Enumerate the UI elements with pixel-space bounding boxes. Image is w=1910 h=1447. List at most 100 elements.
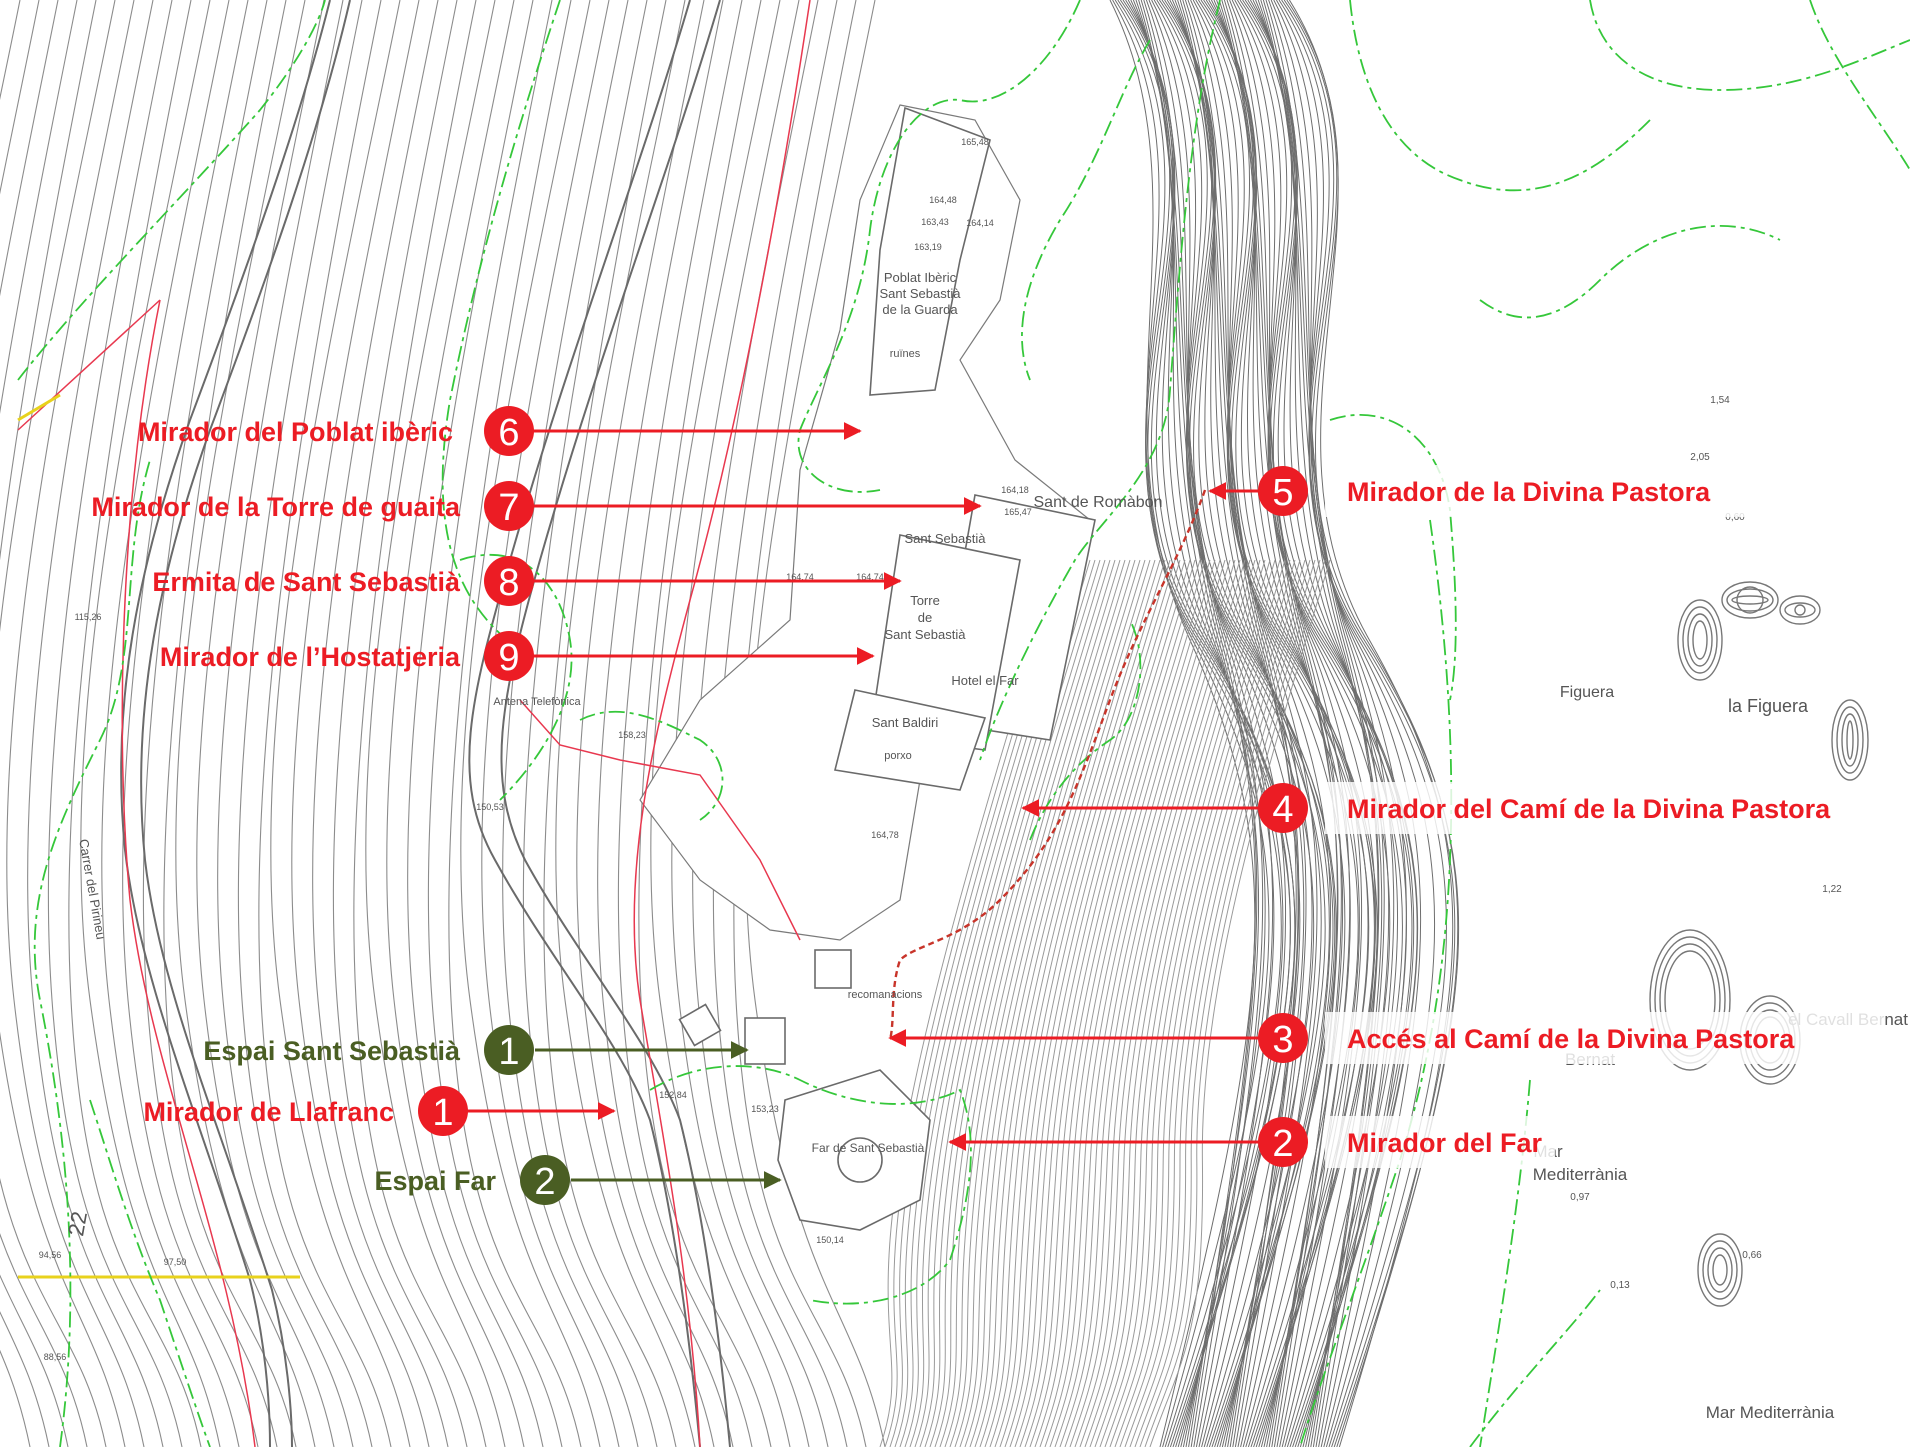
contour-line bbox=[1262, 0, 1380, 1447]
roads bbox=[120, 0, 731, 1447]
marker-9-number: 9 bbox=[498, 637, 519, 679]
contour-line bbox=[1210, 0, 1360, 1447]
islet-contour bbox=[1721, 581, 1779, 619]
contour-line bbox=[1094, 559, 1276, 1447]
contour-line bbox=[1156, 0, 1326, 1447]
marker-3-acces-cami: 3 Accés al Camí de la Divina Pastora bbox=[888, 1013, 1795, 1063]
marker-8-circle bbox=[484, 556, 534, 606]
contour-line bbox=[1148, 0, 1287, 1447]
elevation-13: 153,23 bbox=[751, 1104, 779, 1114]
islet-contour bbox=[1831, 699, 1869, 781]
contour-line bbox=[312, 0, 449, 1447]
marker-7-torre-de-guaita: 7 Mirador de la Torre de guaita bbox=[91, 481, 982, 531]
contour-line bbox=[1024, 559, 1206, 1447]
elevation-25: 0,97 bbox=[1570, 1192, 1590, 1203]
contour-line bbox=[1182, 0, 1300, 1447]
islet-contour bbox=[1682, 606, 1718, 674]
map-label-poblat-1: Poblat Ibèric bbox=[884, 270, 957, 285]
elevation-22: 2,05 bbox=[1690, 452, 1710, 463]
elevation-5: 163,19 bbox=[914, 242, 942, 252]
contour-line bbox=[1234, 0, 1391, 1447]
islet-contour bbox=[1702, 1240, 1738, 1300]
contour-line bbox=[944, 559, 1126, 1447]
marker-7-label: Mirador de la Torre de guaita bbox=[91, 492, 461, 522]
contour-line bbox=[1166, 0, 1330, 1447]
map-label-torre-2: de bbox=[918, 610, 932, 625]
far-de-sant-sebastia bbox=[777, 1069, 931, 1231]
elevation-26: 1,22 bbox=[1822, 884, 1842, 895]
elevation-15: 150,14 bbox=[816, 1235, 844, 1245]
contour-line bbox=[984, 559, 1166, 1447]
contour-line bbox=[1231, 0, 1377, 1447]
elevation-4: 164,14 bbox=[966, 218, 994, 228]
contour-line bbox=[1089, 559, 1271, 1447]
contour-line bbox=[1059, 559, 1241, 1447]
contour-line bbox=[68, 0, 202, 1447]
contour-line bbox=[1099, 559, 1281, 1447]
islet-contour bbox=[1697, 1233, 1743, 1307]
contour-line bbox=[101, 0, 240, 1447]
marker-green-1-circle bbox=[484, 1025, 534, 1075]
contour-line bbox=[1079, 559, 1261, 1447]
elevation-24: 0,66 bbox=[1742, 1250, 1762, 1261]
contour-line bbox=[989, 559, 1171, 1447]
elevation-3: 163,43 bbox=[921, 217, 949, 227]
contour-line bbox=[1184, 0, 1307, 1447]
marker-2-number: 2 bbox=[1272, 1123, 1293, 1165]
elevation-20: 0,13 bbox=[1610, 1280, 1630, 1291]
contour-line bbox=[258, 0, 392, 1447]
elevation-12: 164,78 bbox=[871, 830, 899, 840]
contour-line bbox=[1044, 559, 1226, 1447]
marker-5-divina-pastora: 5 Mirador de la Divina Pastora bbox=[1208, 466, 1711, 516]
contour-line bbox=[0, 0, 107, 1447]
contour-line bbox=[1278, 0, 1447, 1447]
contour-line bbox=[142, 0, 278, 1447]
sant-baldiri bbox=[834, 689, 987, 791]
contour-line bbox=[0, 0, 50, 1447]
contour-line bbox=[80, 0, 221, 1447]
marker-7-number: 7 bbox=[498, 487, 519, 529]
contour-line bbox=[1104, 559, 1286, 1447]
map-label-recomanacions: recomanacions bbox=[848, 989, 923, 1001]
contour-line bbox=[27, 0, 164, 1447]
contour-line bbox=[365, 0, 506, 1447]
contour-line bbox=[650, 0, 791, 1447]
marker-green-2-circle bbox=[520, 1155, 570, 1205]
contour-line bbox=[1140, 0, 1258, 1447]
map-label-figuera-2: la Figuera bbox=[1728, 696, 1809, 716]
marker-4-number: 4 bbox=[1272, 789, 1293, 831]
map-label-plot: 22 bbox=[63, 1209, 92, 1237]
contour-line bbox=[1144, 559, 1326, 1447]
marker-3-number: 3 bbox=[1272, 1019, 1293, 1061]
marker-8-number: 8 bbox=[498, 562, 519, 604]
contour-line bbox=[1014, 559, 1196, 1447]
contour-line bbox=[427, 0, 563, 1447]
contour-line bbox=[1049, 559, 1231, 1447]
marker-6-circle bbox=[484, 406, 534, 456]
contour-line bbox=[1114, 559, 1296, 1447]
marker-callouts: 6 Mirador del Poblat ibèric 7 Mirador de… bbox=[91, 406, 1831, 1205]
contour-line bbox=[934, 559, 1116, 1447]
contour-line bbox=[1226, 0, 1351, 1447]
contour-line bbox=[1064, 559, 1246, 1447]
contour-line bbox=[939, 559, 1121, 1447]
contour-line bbox=[1273, 0, 1422, 1447]
islet-contour bbox=[1726, 588, 1774, 612]
marker-green-2-number: 2 bbox=[534, 1161, 555, 1203]
poblat-iberic-ruins bbox=[869, 106, 991, 396]
buildings bbox=[639, 104, 1096, 1231]
contour-line bbox=[163, 0, 297, 1447]
elevation-7: 165,47 bbox=[1004, 507, 1032, 517]
contour-line bbox=[1177, 0, 1299, 1447]
islet-contour bbox=[1731, 595, 1769, 605]
contour-line bbox=[1127, 0, 1284, 1447]
contour-line bbox=[1135, 0, 1260, 1447]
map-label-torre-1: Torre bbox=[910, 593, 940, 608]
marker-8-ermita: 8 Ermita de Sant Sebastià bbox=[152, 556, 902, 606]
contour-line bbox=[47, 0, 183, 1447]
map-label-porxo: porxo bbox=[884, 750, 912, 762]
map-label-sant-romanic: Sant de Romàbon bbox=[1034, 494, 1163, 511]
contour-line bbox=[1134, 559, 1316, 1447]
